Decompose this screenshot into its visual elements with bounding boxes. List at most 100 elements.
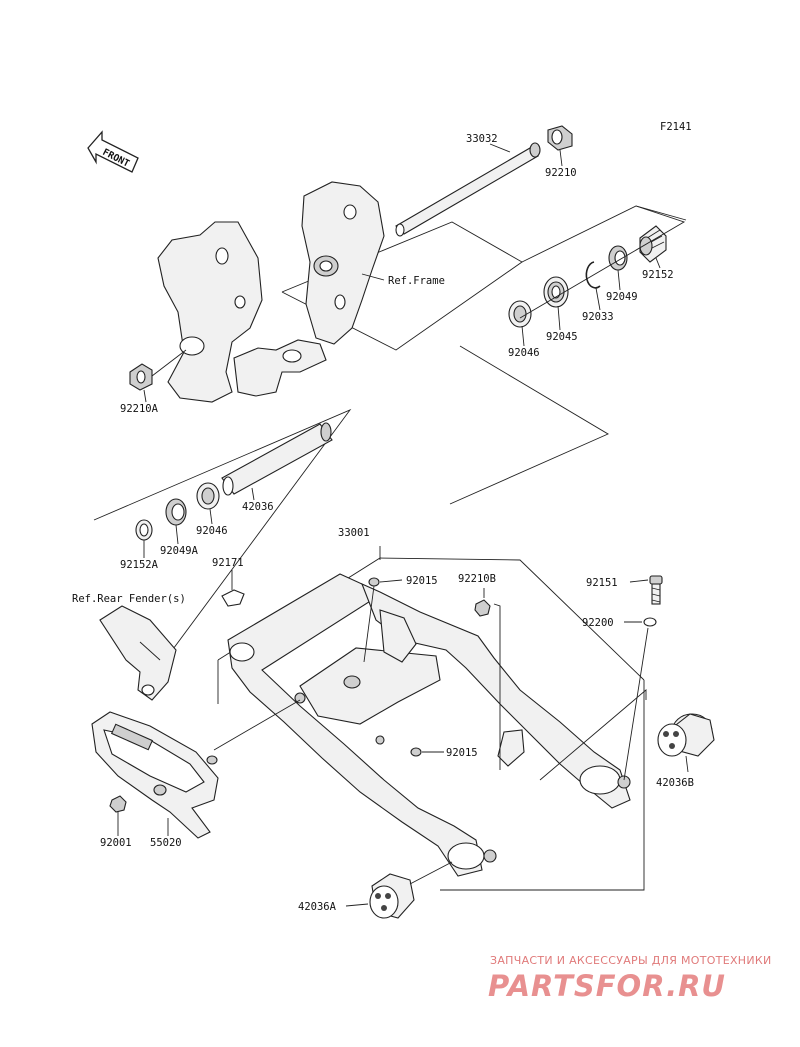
seal-92049-icon [608,245,628,271]
part-92046: 92046 [508,347,540,359]
swingarm-33001 [227,573,631,877]
ref-frame-label: Ref.Frame [388,275,445,287]
sleeve-42036 [221,423,333,495]
part-92049A: 92049A [160,545,199,557]
left-axle-end [447,842,485,870]
part-92015a: 92015 [406,575,438,587]
leader-92033 [595,287,601,311]
right-axle-bolt [617,775,631,789]
bearing-group-outline [449,345,609,505]
leader-92049 [617,269,621,291]
part-92001: 92001 [100,837,132,849]
nut-92210B-icon [474,599,491,617]
frame-cross-member [233,339,327,397]
seal-92049A-icon [165,498,187,526]
clip-92171-icon [221,589,245,607]
left-bearing-outline [93,408,352,665]
cap-92152-icon [639,225,667,263]
center-boss [343,675,361,689]
chain-guard-55020 [91,711,219,839]
ref-rear-fender-label: Ref.Rear Fender(s) [72,593,186,605]
leader-42036A [345,903,369,907]
swingarm-outline-right [440,680,645,891]
rear-fender-bracket [99,605,177,701]
bearing-group-outline-2 [519,205,686,319]
chain-guard-leader [213,699,301,751]
part-92049: 92049 [606,291,638,303]
nut-92210-icon [547,125,573,151]
front-arrow-icon: FRONT [87,130,139,173]
left-bearing-group: 42036 92046 92049A 92152A [93,408,352,665]
leader-92046b [209,508,213,525]
bearing-92046-icon [508,300,532,328]
part-42036: 42036 [242,501,274,513]
pivot-shaft [395,142,541,237]
leader-92045 [557,305,561,331]
part-92171: 92171 [212,557,244,569]
part-92210B: 92210B [458,573,496,585]
leader-92200-2 [623,627,649,781]
collar-42036B-icon [657,713,715,757]
left-axle-bolt [483,849,497,863]
watermark-tagline: ЗАПЧАСТИ И АКСЕССУАРЫ ДЛЯ МОТОТЕХНИКИ [490,954,772,967]
figure-code: F2141 [660,121,692,133]
watermark: ЗАПЧАСТИ И АКСЕССУАРЫ ДЛЯ МОТОТЕХНИКИ PA… [488,954,772,1003]
leader-92210A-2 [151,349,187,377]
leader-92015a [379,579,403,583]
leader-92210B-2 [493,603,501,770]
part-92045: 92045 [546,331,578,343]
ref-frame-leader [361,273,385,281]
bearing-92045-icon [543,276,569,308]
bolt-92151-icon [649,575,663,605]
right-axle-end [579,765,621,795]
cap-92152A-icon [135,519,153,541]
part-42036A: 42036A [298,901,337,913]
mount-boss [375,735,385,745]
right-frame-hole [343,204,357,220]
nut-92210A-icon [129,363,153,391]
watermark-logo: PARTSFOR.RU [488,969,726,1003]
bolt-92015a-icon [368,577,380,587]
leader-42036A-2 [409,861,453,885]
part-33032: 33032 [466,133,498,145]
nut-92001-icon [109,795,127,813]
part-33001: 33001 [338,527,370,539]
leader-92152 [655,257,661,269]
part-92210A: 92210A [120,403,159,415]
leader-42036B [685,755,689,773]
leader-92015a-2 [363,585,375,663]
sleeve-end-2 [320,422,332,442]
part-92152: 92152 [642,269,674,281]
part-92015b: 92015 [446,747,478,759]
part-42036B: 42036B [656,777,694,789]
leader-42036B-2 [539,689,647,781]
leader-92046 [521,325,525,347]
right-frame-pivot-hole [319,260,333,272]
collar-42036A-icon [369,873,415,919]
left-frame-hole [215,247,229,265]
part-55020: 55020 [150,837,182,849]
part-92210: 92210 [545,167,577,179]
right-frame-hole-2 [334,294,346,310]
leader-42036 [251,487,255,501]
right-frame-plate [301,181,385,345]
chain-guard-mount [294,692,306,704]
part-92151: 92151 [586,577,618,589]
part-92033: 92033 [582,311,614,323]
bearing-92046b-icon [196,482,220,510]
bolt-92015b-icon [410,747,422,757]
brake-stay [497,729,525,767]
cross-member-hole [282,349,302,363]
leader-92049A [175,524,179,545]
shock-mount [379,609,417,663]
part-92046b: 92046 [196,525,228,537]
left-pivot-eye [229,642,255,662]
washer-92200-icon [643,617,657,627]
part-92152A: 92152A [120,559,159,571]
leader-92210A [143,389,147,403]
left-frame-hole-2 [234,295,246,309]
part-92200: 92200 [582,617,614,629]
leader-92151 [629,579,649,583]
leader-33032 [489,143,511,153]
